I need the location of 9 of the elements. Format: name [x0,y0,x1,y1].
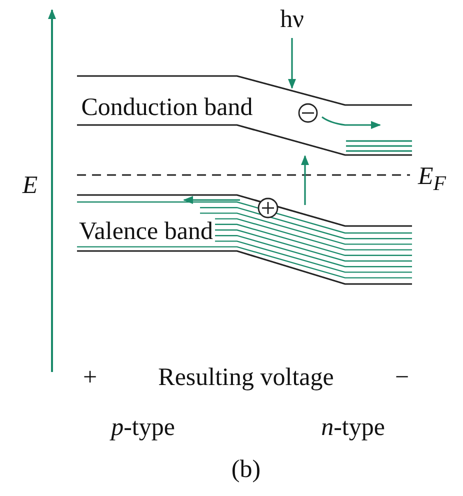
photon-label: hν [280,6,304,34]
caption: (b) [231,456,261,484]
polarity-sign: + [82,364,98,392]
fermi-level-label: E$_{F}$ [418,163,446,197]
axis-label: E [22,172,38,200]
axis-title: Resulting voltage [158,364,334,392]
region-label: n-type [321,414,385,442]
polarity-sign: − [394,364,410,392]
region-label: p-type [111,414,175,442]
